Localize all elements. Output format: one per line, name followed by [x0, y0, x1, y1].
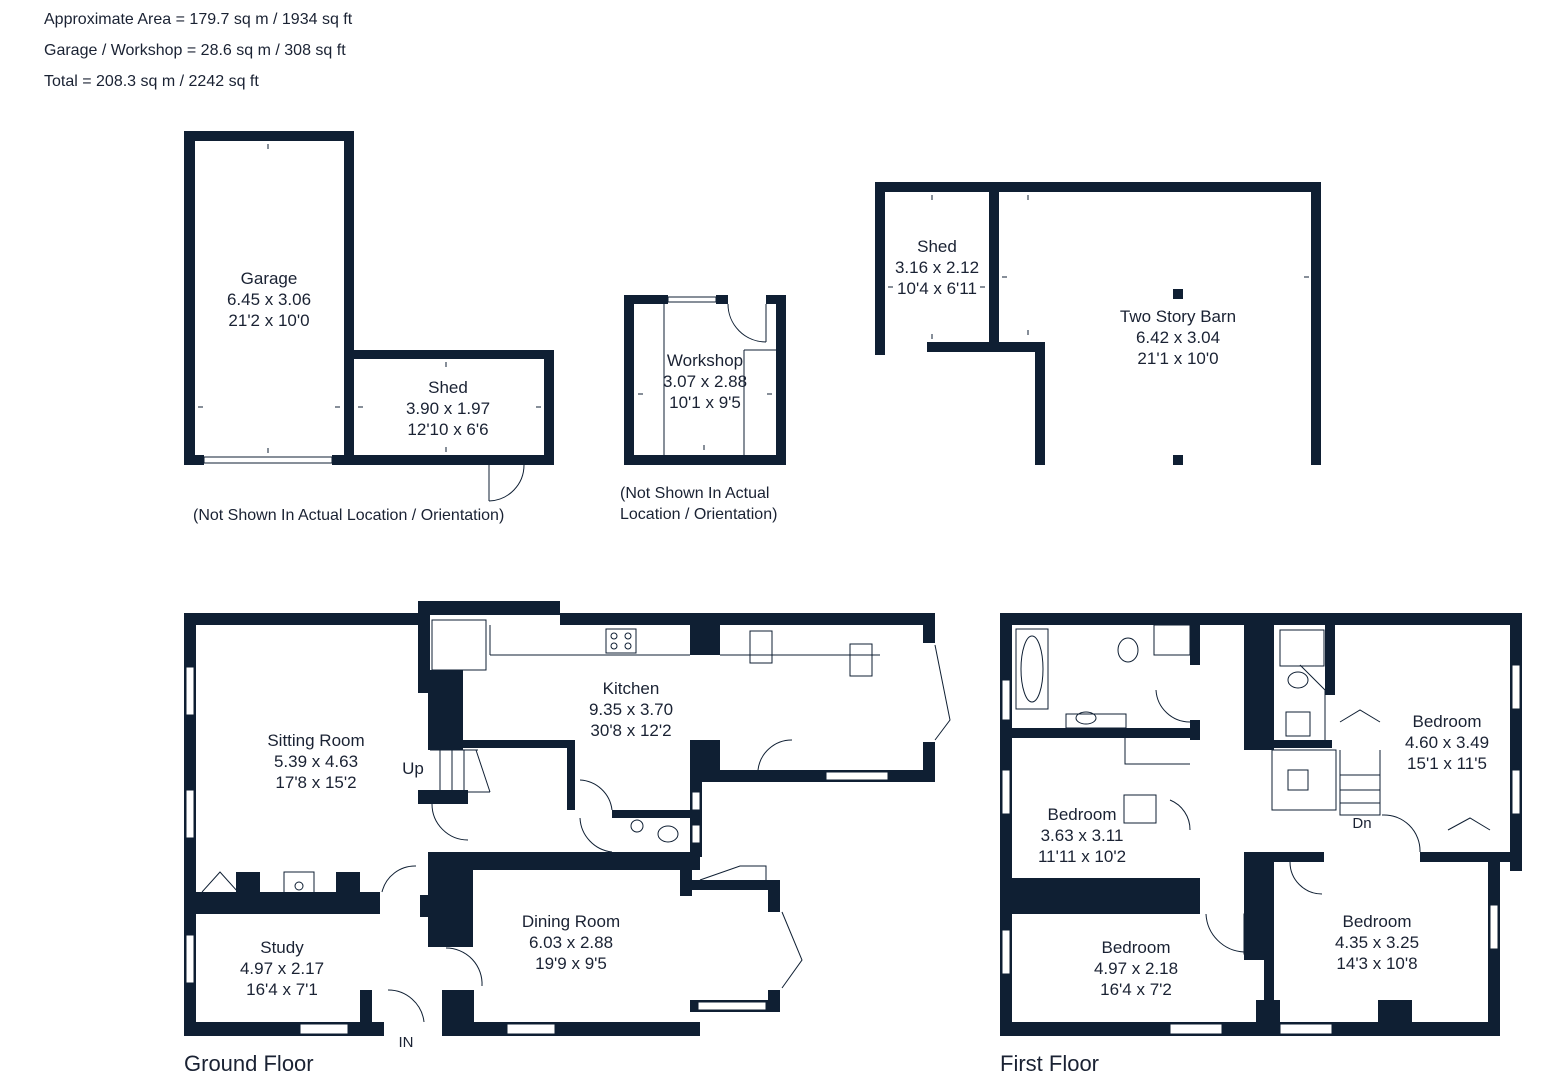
- workshop-location-note-1: (Not Shown In Actual: [620, 485, 769, 502]
- bedroom-w-metric: 3.63 x 3.11: [1041, 826, 1124, 845]
- bedroom-ne-name: Bedroom: [1413, 712, 1482, 731]
- workshop-metric: 3.07 x 2.88: [663, 372, 747, 391]
- bedroom-ne-imperial: 15'1 x 11'5: [1407, 754, 1487, 773]
- sitting-room-imperial: 17'8 x 15'2: [275, 773, 356, 792]
- garage-metric: 6.45 x 3.06: [227, 290, 311, 309]
- barn-name: Two Story Barn: [1120, 307, 1236, 326]
- garage-name: Garage: [241, 269, 298, 288]
- total-area-text: Total = 208.3 sq m / 2242 sq ft: [44, 73, 259, 90]
- dining-room-metric: 6.03 x 2.88: [529, 933, 613, 952]
- bedroom-sw-imperial: 16'4 x 7'2: [1100, 980, 1172, 999]
- bedroom-sw-metric: 4.97 x 2.18: [1094, 959, 1178, 978]
- kitchen-name: Kitchen: [603, 679, 660, 698]
- workshop-imperial: 10'1 x 9'5: [669, 393, 741, 412]
- workshop-name: Workshop: [667, 351, 743, 370]
- study-metric: 4.97 x 2.17: [240, 959, 324, 978]
- kitchen-imperial: 30'8 x 12'2: [590, 721, 671, 740]
- bedroom-se-metric: 4.35 x 3.25: [1335, 933, 1419, 952]
- bedroom-se-name: Bedroom: [1343, 912, 1412, 931]
- garage-block: [184, 131, 554, 502]
- barn-shed-metric: 3.16 x 2.12: [895, 258, 979, 277]
- workshop-location-note-2: Location / Orientation): [620, 506, 777, 523]
- ground-floor-label: Ground Floor: [184, 1051, 314, 1076]
- stairs-down-label: Dn: [1352, 815, 1371, 832]
- stairs-up-label: Up: [402, 759, 424, 778]
- garage-workshop-area-text: Garage / Workshop = 28.6 sq m / 308 sq f…: [44, 42, 346, 59]
- barn-imperial: 21'1 x 10'0: [1137, 349, 1218, 368]
- approx-area-text: Approximate Area = 179.7 sq m / 1934 sq …: [44, 11, 353, 28]
- kitchen-metric: 9.35 x 3.70: [589, 700, 673, 719]
- barn-shed-name: Shed: [917, 237, 957, 256]
- garage-shed-metric: 3.90 x 1.97: [406, 399, 490, 418]
- study-imperial: 16'4 x 7'1: [246, 980, 318, 999]
- barn-block: [875, 182, 1321, 465]
- bedroom-sw-name: Bedroom: [1102, 938, 1171, 957]
- garage-shed-imperial: 12'10 x 6'6: [407, 420, 488, 439]
- barn-metric: 6.42 x 3.04: [1136, 328, 1220, 347]
- bedroom-ne-metric: 4.60 x 3.49: [1405, 733, 1489, 752]
- garage-location-note: (Not Shown In Actual Location / Orientat…: [193, 507, 504, 524]
- garage-shed-name: Shed: [428, 378, 468, 397]
- garage-imperial: 21'2 x 10'0: [228, 311, 309, 330]
- barn-shed-imperial: 10'4 x 6'11: [897, 279, 977, 298]
- bedroom-se-imperial: 14'3 x 10'8: [1336, 954, 1417, 973]
- study-name: Study: [260, 938, 304, 957]
- bedroom-w-imperial: 11'11 x 10'2: [1038, 847, 1126, 866]
- sitting-room-name: Sitting Room: [267, 731, 364, 750]
- entrance-label: IN: [399, 1034, 414, 1051]
- sitting-room-metric: 5.39 x 4.63: [274, 752, 358, 771]
- dining-room-name: Dining Room: [522, 912, 620, 931]
- ground-floor-plan: [184, 601, 951, 1036]
- first-floor-label: First Floor: [1000, 1051, 1099, 1076]
- bedroom-w-name: Bedroom: [1048, 805, 1117, 824]
- dining-room-imperial: 19'9 x 9'5: [535, 954, 607, 973]
- first-floor-plan: [1000, 613, 1522, 1036]
- workshop-block: [624, 295, 786, 465]
